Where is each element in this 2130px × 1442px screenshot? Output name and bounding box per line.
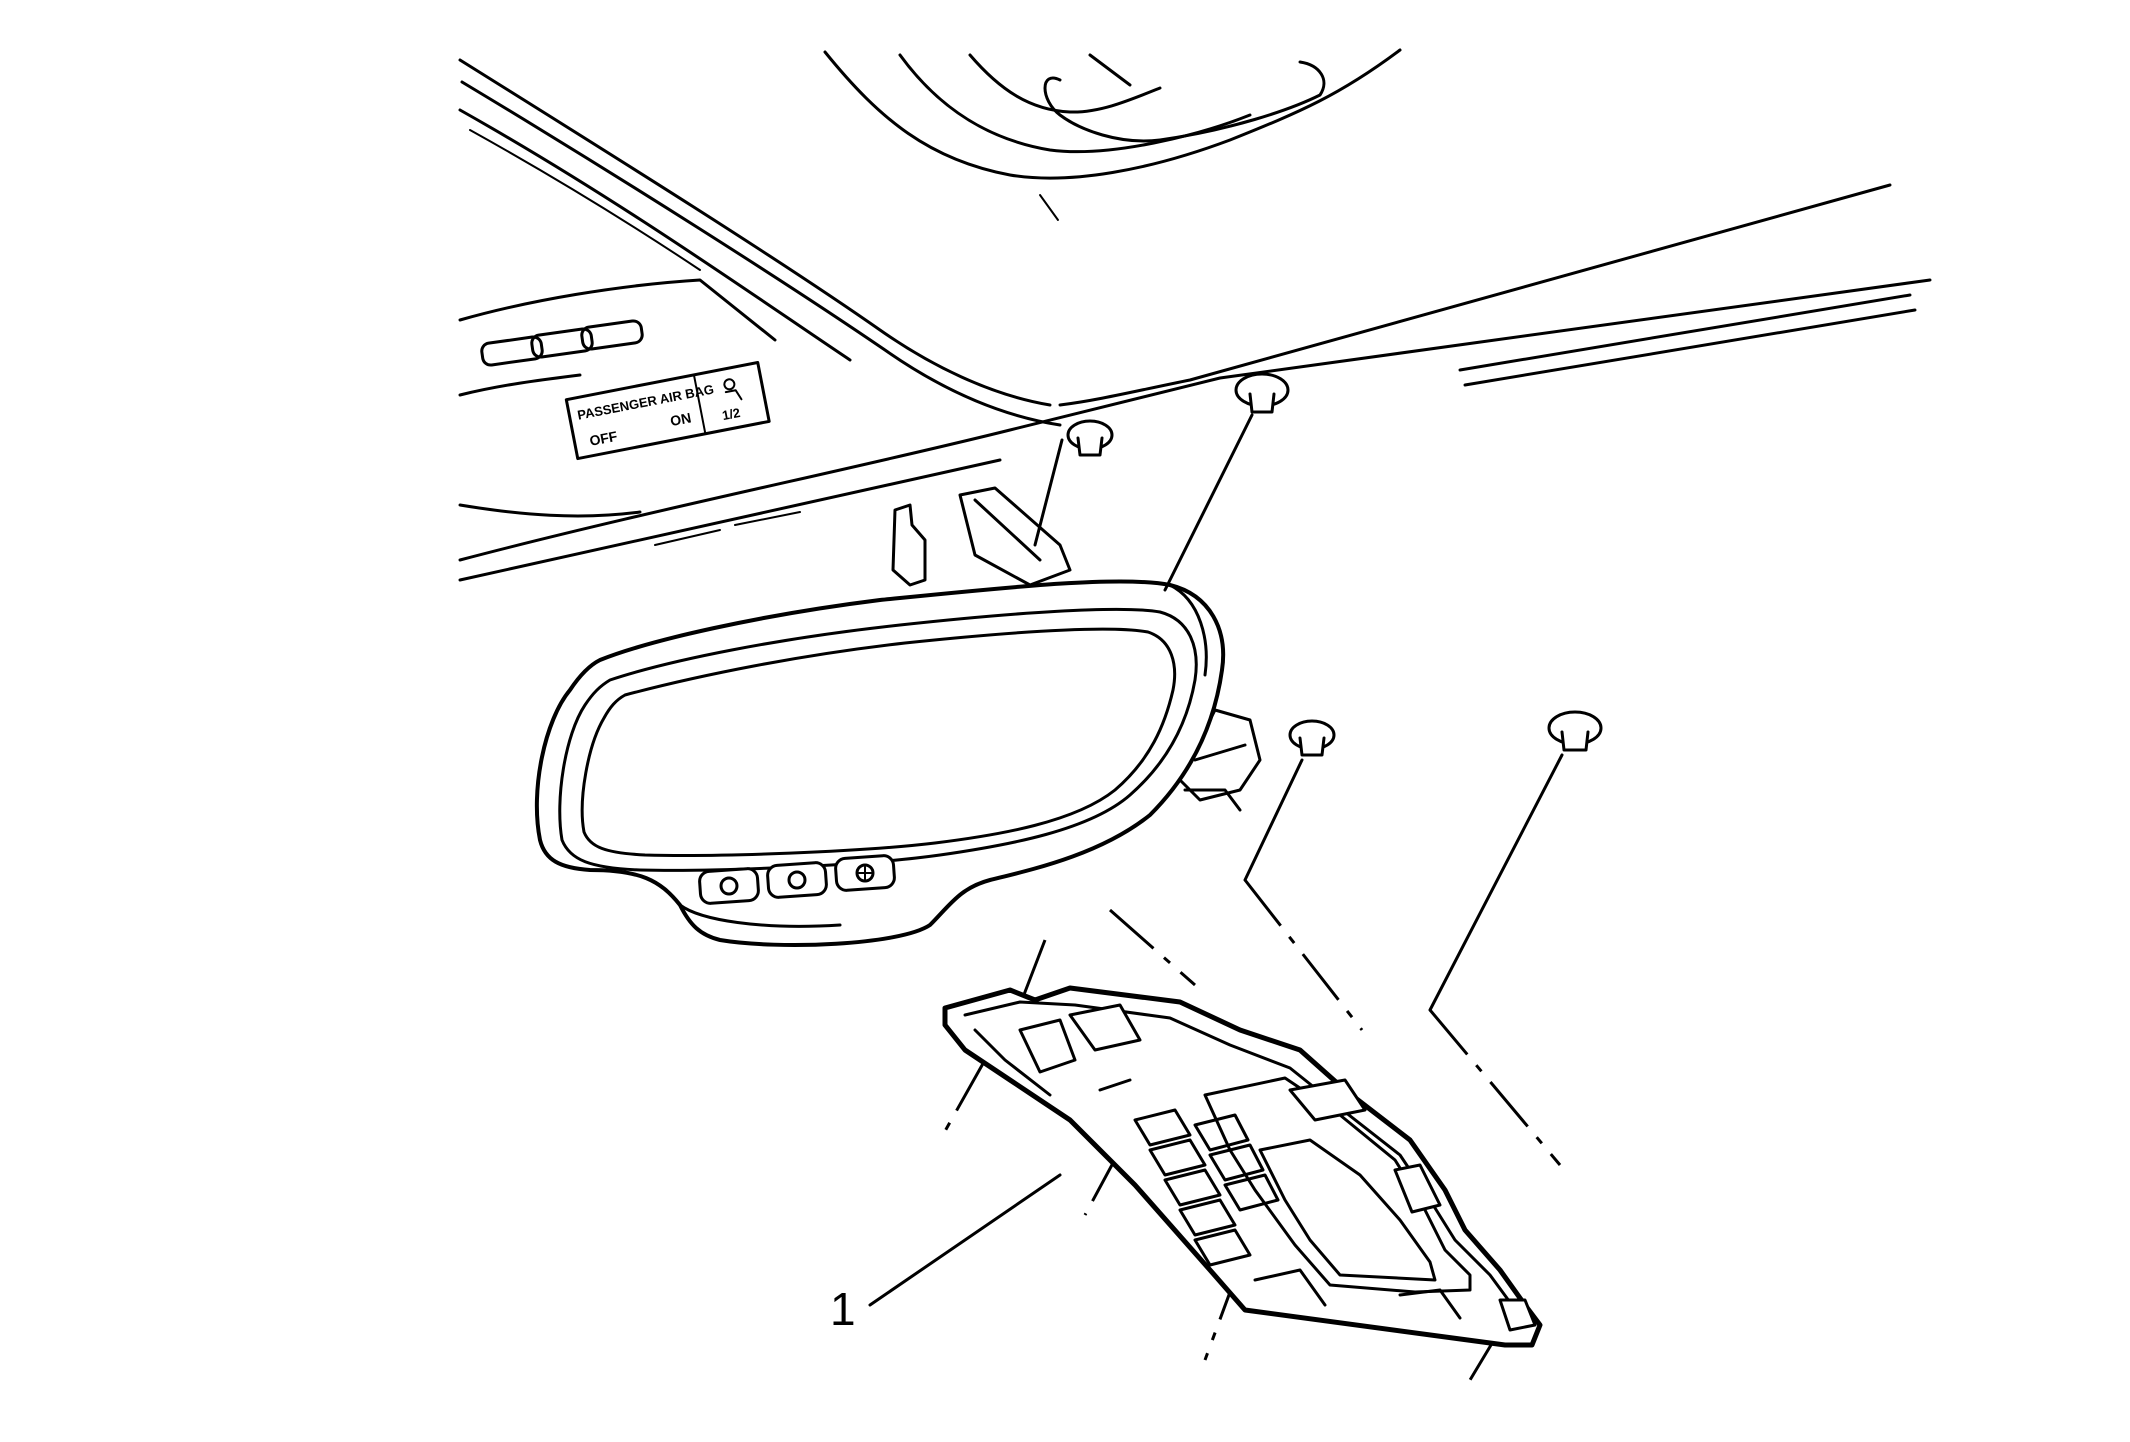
headliner-panel <box>458 58 1932 582</box>
mirror-button-right <box>834 854 896 892</box>
callout-1-label: 1 <box>830 1283 856 1335</box>
overhead-console <box>823 48 1402 221</box>
airbag-status-label: PASSENGER AIR BAG OFF ON 1/2 <box>564 360 771 461</box>
clip-top-left <box>1066 419 1114 457</box>
airbag-label-off: OFF <box>588 428 619 449</box>
module-vent-slats <box>1133 1108 1280 1267</box>
mirror-button-center <box>766 861 828 899</box>
mounting-clips <box>1066 372 1603 757</box>
airbag-label-seat: 1/2 <box>721 405 742 423</box>
callout-1-leader <box>868 1173 1062 1307</box>
airbag-label-title: PASSENGER AIR BAG <box>576 382 715 423</box>
electronic-module <box>942 985 1543 1348</box>
clip-lower-right <box>1547 710 1603 752</box>
seat-occupant-icon <box>723 378 736 391</box>
airbag-label-on: ON <box>669 409 693 429</box>
callout-1: 1 <box>830 1173 1062 1335</box>
indicator-buttons <box>480 319 644 367</box>
clip-lower-middle <box>1288 719 1336 757</box>
mirror-mount-bracket <box>891 486 1262 812</box>
mirror-button-left <box>698 867 760 905</box>
clip-top-right <box>1234 372 1290 414</box>
passenger-airbag-indicator: PASSENGER AIR BAG OFF ON 1/2 <box>458 278 777 461</box>
rearview-mirror <box>534 579 1226 947</box>
mirror-control-buttons <box>698 854 896 905</box>
